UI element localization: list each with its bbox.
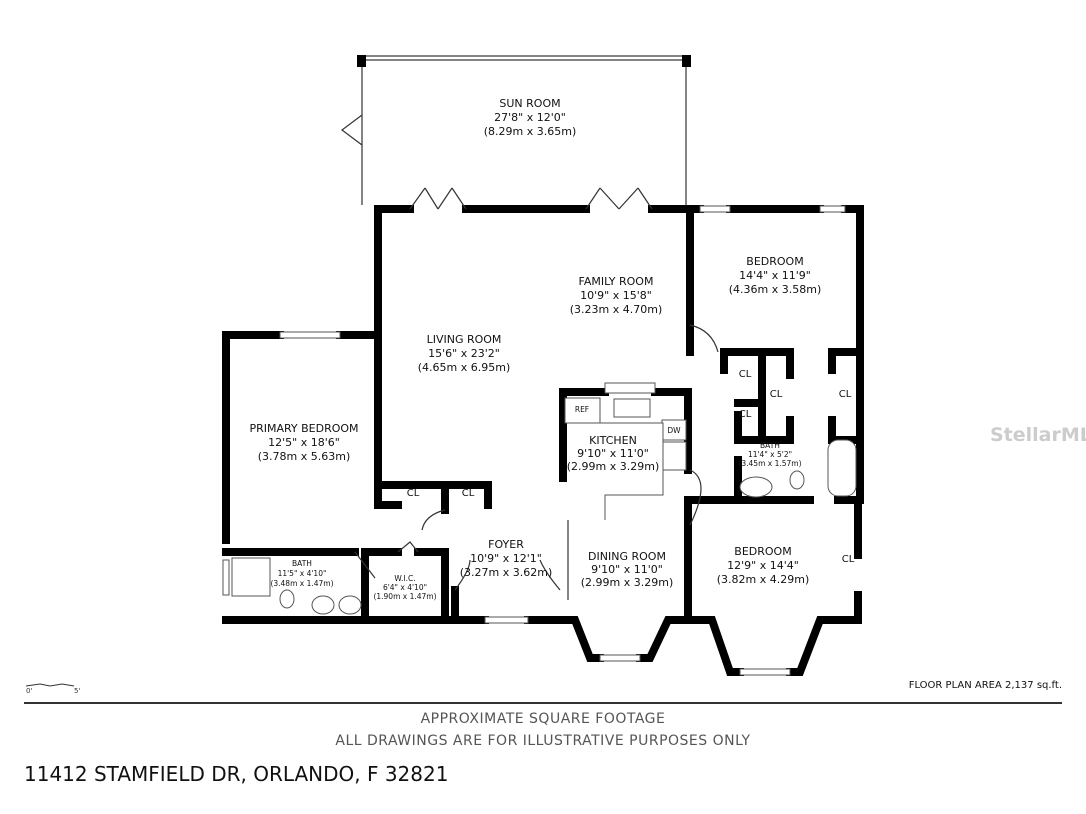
room-dimensions: 15'6" x 23'2"	[428, 347, 500, 360]
room-dimensions-metric: (1.90m x 1.47m)	[373, 592, 436, 601]
room-dimensions-metric: (8.29m x 3.65m)	[484, 125, 577, 138]
toilet-icon	[279, 589, 295, 609]
bathtub-icon	[827, 439, 857, 497]
room-dimensions: 11'5" x 4'10"	[278, 569, 327, 578]
room-dimensions: 12'9" x 14'4"	[727, 559, 799, 572]
room-name: PRIMARY BEDROOM	[249, 422, 358, 435]
svg-text:0': 0'	[26, 687, 32, 695]
room-dimensions-metric: (2.99m x 3.29m)	[581, 576, 674, 589]
room-name: BATH	[292, 559, 312, 568]
closet-label: CL	[407, 488, 420, 499]
sink-icon	[613, 398, 651, 418]
room-name: BEDROOM	[746, 255, 803, 268]
closet-label: CL	[839, 389, 852, 400]
room-dimensions-metric: (2.99m x 3.29m)	[567, 460, 660, 473]
room-dimensions: 12'5" x 18'6"	[268, 436, 340, 449]
doors	[354, 187, 719, 600]
room-dimensions: 27'8" x 12'0"	[494, 111, 566, 124]
room-dimensions: 10'9" x 12'1"	[470, 552, 542, 565]
room-name: FAMILY ROOM	[579, 275, 654, 288]
room-dimensions: 14'4" x 11'9"	[739, 269, 811, 282]
room-labels: SUN ROOM 27'8" x 12'0" (8.29m x 3.65m) F…	[249, 97, 854, 601]
floor-plan-area: FLOOR PLAN AREA 2,137 sq.ft.	[908, 680, 1062, 691]
room-name: FOYER	[488, 538, 524, 551]
closet-label: CL	[739, 369, 752, 380]
room-dimensions: 11'4" x 5'2"	[748, 450, 792, 459]
ref-label: REF	[575, 405, 589, 414]
address: 11412 STAMFIELD DR, ORLANDO, F 32821	[24, 762, 449, 786]
room-dimensions-metric: (3.78m x 5.63m)	[258, 450, 351, 463]
shower-icon	[231, 557, 271, 597]
sun-room-walls	[341, 55, 691, 205]
closet-label: CL	[770, 389, 783, 400]
room-name: W.I.C.	[394, 574, 415, 583]
room-dimensions: 10'9" x 15'8"	[580, 289, 652, 302]
stove-icon	[661, 441, 687, 471]
room-dimensions-metric: (4.36m x 3.58m)	[729, 283, 822, 296]
divider	[24, 702, 1062, 704]
toilet-icon	[789, 470, 805, 490]
walls	[222, 205, 864, 676]
room-dimensions-metric: (3.82m x 4.29m)	[717, 573, 810, 586]
room-name: LIVING ROOM	[427, 333, 502, 346]
windows	[222, 205, 846, 676]
room-dimensions: 6'4" x 4'10"	[383, 583, 427, 592]
room-name: BATH	[760, 441, 780, 450]
fixtures	[231, 397, 857, 615]
room-dimensions-metric: (3.48m x 1.47m)	[270, 579, 333, 588]
room-name: BEDROOM	[734, 545, 791, 558]
room-name: SUN ROOM	[499, 97, 560, 110]
svg-text:5': 5'	[74, 687, 80, 695]
room-dimensions: 9'10" x 11'0"	[591, 563, 663, 576]
watermark: StellarMLS	[990, 424, 1086, 446]
refrigerator-icon	[564, 397, 601, 424]
room-name: KITCHEN	[589, 434, 637, 447]
closet-label: CL	[462, 488, 475, 499]
sink-icon	[338, 595, 362, 615]
room-dimensions-metric: (4.65m x 6.95m)	[418, 361, 511, 374]
scale-bar: 0' 5'	[25, 683, 80, 695]
room-dimensions-metric: (3.45m x 1.57m)	[738, 459, 801, 468]
room-name: DINING ROOM	[588, 550, 666, 563]
room-dimensions: 9'10" x 11'0"	[577, 447, 649, 460]
bath-sink-icon	[739, 476, 773, 498]
sink-icon	[311, 595, 335, 615]
floor-plan: SUN ROOM 27'8" x 12'0" (8.29m x 3.65m) F…	[25, 55, 864, 695]
dw-label: DW	[667, 426, 681, 435]
footer-line-2: ALL DRAWINGS ARE FOR ILLUSTRATIVE PURPOS…	[335, 733, 751, 749]
closet-label: CL	[842, 554, 855, 565]
footer-line-1: APPROXIMATE SQUARE FOOTAGE	[420, 711, 666, 727]
room-dimensions-metric: (3.23m x 4.70m)	[570, 303, 663, 316]
closet-label: CL	[739, 409, 752, 420]
room-dimensions-metric: (3.27m x 3.62m)	[460, 566, 553, 579]
